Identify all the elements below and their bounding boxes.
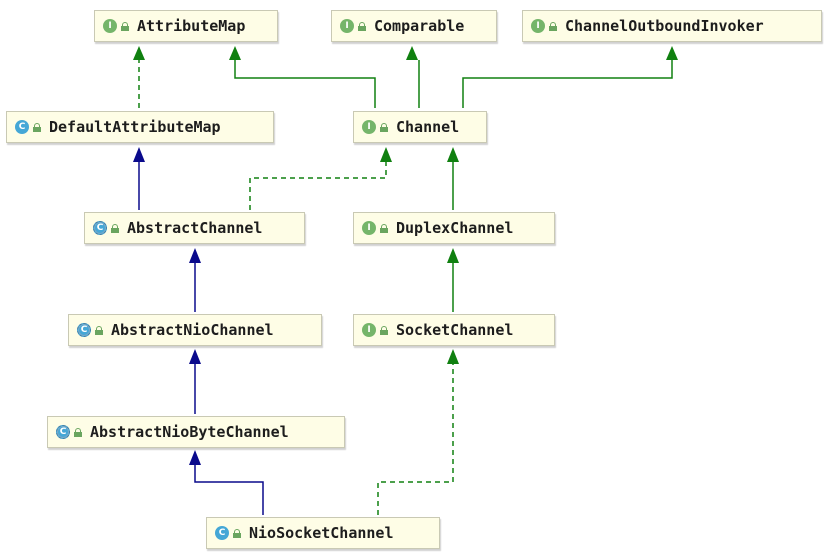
edge-abstractniochannel-to-abstractchannel (189, 248, 201, 312)
node-abstractniochannel[interactable]: C AbstractNioChannel (68, 314, 322, 346)
node-label: Channel (396, 118, 460, 136)
node-attributemap[interactable]: I AttributeMap (94, 10, 278, 42)
edge-defaultattributemap-to-attributemap (133, 46, 145, 108)
public-lock-icon (111, 223, 119, 233)
public-lock-icon (121, 21, 129, 31)
public-lock-icon (549, 21, 557, 31)
node-duplexchannel[interactable]: I DuplexChannel (353, 212, 555, 244)
public-lock-icon (380, 122, 388, 132)
public-lock-icon (358, 21, 366, 31)
edge-niosocketchannel-to-socketchannel (377, 349, 459, 515)
interface-icon: I (362, 120, 376, 134)
public-lock-icon (95, 325, 103, 335)
node-label: AbstractChannel (127, 219, 263, 237)
edge-channel-to-attributemap (229, 46, 376, 108)
node-label: DuplexChannel (396, 219, 514, 237)
node-abstractniobytechannel[interactable]: C AbstractNioByteChannel (47, 416, 345, 448)
public-lock-icon (74, 427, 82, 437)
edge-abstractchannel-to-defaultattributemap (133, 147, 145, 210)
class-icon: C (215, 526, 229, 540)
public-lock-icon (233, 528, 241, 538)
public-lock-icon (33, 122, 41, 132)
interface-icon: I (362, 221, 376, 235)
edge-abstractniobytechannel-to-abstractniochannel (189, 349, 201, 414)
interface-icon: I (103, 19, 117, 33)
abstract-class-icon: C (77, 323, 91, 337)
node-niosocketchannel[interactable]: C NioSocketChannel (206, 517, 440, 549)
interface-icon: I (340, 19, 354, 33)
interface-icon: I (362, 323, 376, 337)
node-label: SocketChannel (396, 321, 514, 339)
node-label: AttributeMap (137, 17, 246, 35)
abstract-class-icon: C (56, 425, 70, 439)
interface-icon: I (531, 19, 545, 33)
edge-channel-to-channeloutboundinvoker (462, 46, 678, 108)
class-icon: C (15, 120, 29, 134)
edge-channel-to-comparable (406, 46, 420, 108)
node-label: ChannelOutboundInvoker (565, 17, 764, 35)
node-label: Comparable (374, 17, 465, 35)
node-comparable[interactable]: I Comparable (331, 10, 497, 42)
abstract-class-icon: C (93, 221, 107, 235)
edge-duplexchannel-to-channel (447, 147, 459, 210)
node-channel[interactable]: I Channel (353, 111, 487, 143)
edge-niosocketchannel-to-abstractniobytechannel (189, 450, 264, 515)
node-label: AbstractNioChannel (111, 321, 274, 339)
node-channeloutboundinvoker[interactable]: I ChannelOutboundInvoker (522, 10, 822, 42)
edge-abstractchannel-to-channel (249, 147, 392, 210)
node-defaultattributemap[interactable]: C DefaultAttributeMap (6, 111, 274, 143)
node-label: NioSocketChannel (249, 524, 394, 542)
node-label: AbstractNioByteChannel (90, 423, 289, 441)
node-socketchannel[interactable]: I SocketChannel (353, 314, 555, 346)
public-lock-icon (380, 223, 388, 233)
edge-socketchannel-to-duplexchannel (447, 248, 459, 312)
node-label: DefaultAttributeMap (49, 118, 221, 136)
public-lock-icon (380, 325, 388, 335)
node-abstractchannel[interactable]: C AbstractChannel (84, 212, 305, 244)
